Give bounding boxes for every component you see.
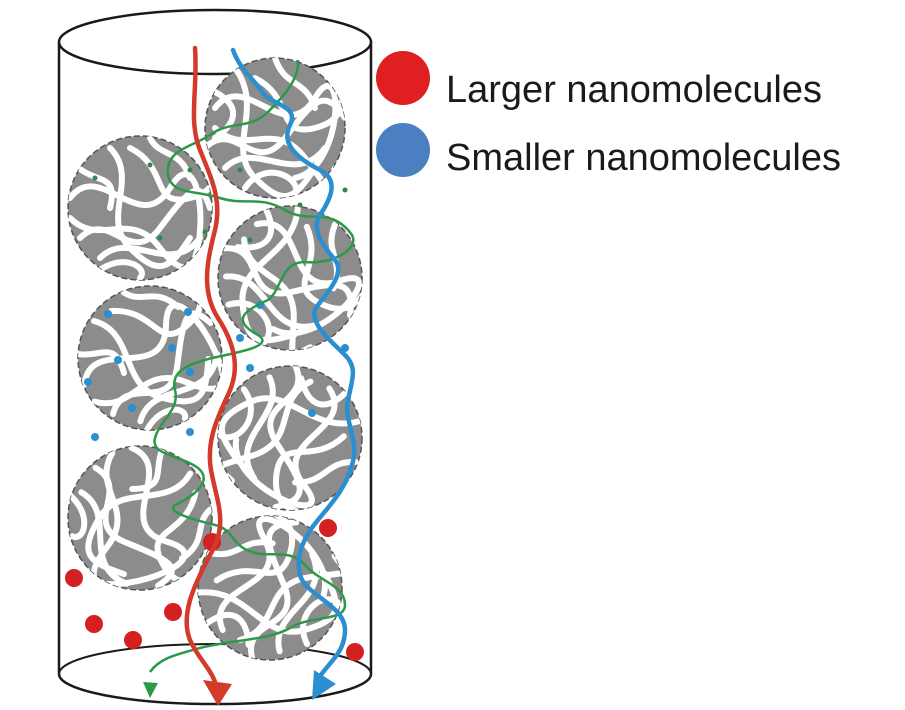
gel-bead [217,205,363,351]
small-molecule-path [230,47,357,683]
small-path-arrowhead [312,670,336,700]
gel-bead [217,365,363,511]
intermediate-molecule-path [148,59,355,673]
legend-label-larger: Larger nanomolecules [446,69,822,111]
gel-bead [77,285,223,431]
legend-label-smaller: Smaller nanomolecules [446,137,841,179]
legend-marker-blue [376,123,430,177]
legend-marker-red [376,51,430,105]
small-particles [84,301,349,441]
legend: Larger nanomolecules Smaller nanomolecul… [376,51,841,179]
large-path-arrowhead [203,680,232,706]
tiny-particles [92,162,348,243]
large-molecule-path [184,45,238,685]
gel-bead [197,515,343,661]
gel-bead [67,445,213,591]
column-top-rim [57,8,373,76]
gel-bead [67,135,213,281]
large-particles [65,519,364,661]
legend-item-larger: Larger nanomolecules [376,51,822,111]
gel-beads [67,57,363,661]
legend-item-smaller: Smaller nanomolecules [376,123,841,179]
intermediate-path-arrowhead [143,682,158,698]
column-bottom-rim-front [57,673,373,706]
